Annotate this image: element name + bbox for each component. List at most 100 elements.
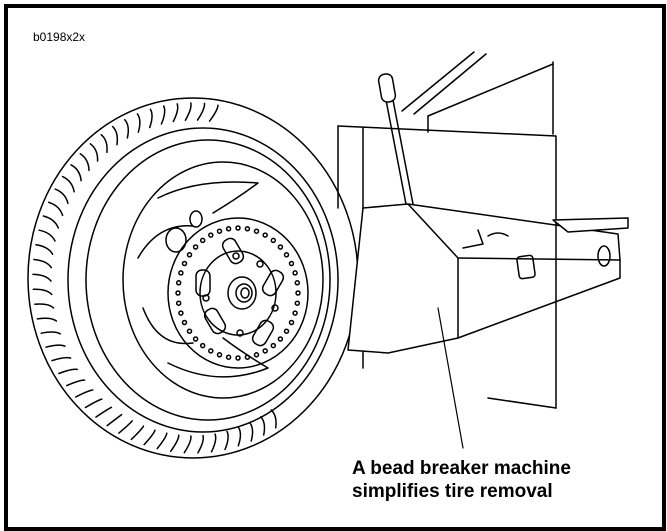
disc-hole (199, 342, 206, 349)
tread-mark (74, 389, 94, 398)
disc-hole (270, 342, 277, 349)
disc-hole (235, 355, 241, 361)
disc-hole (235, 225, 241, 231)
tread-mark (54, 188, 69, 205)
tread-mark (160, 105, 166, 125)
bead-breaker-illustration (27, 51, 629, 459)
tread-mark (208, 104, 219, 122)
lever-handle (377, 73, 414, 205)
disc-hole (216, 352, 223, 358)
disc-hole (175, 290, 181, 296)
tread-mark (32, 273, 52, 282)
tread-mark (270, 409, 277, 429)
tread-mark (35, 243, 54, 255)
tread-mark (45, 344, 66, 348)
disc-hole (199, 237, 206, 244)
tread-mark (118, 420, 134, 434)
tread-mark (111, 125, 119, 146)
tread-mark (34, 303, 55, 309)
tread-mark (183, 435, 192, 454)
tread-mark (33, 258, 53, 269)
disc-hole (253, 352, 260, 358)
rim (122, 161, 324, 399)
tread-mark (32, 288, 53, 296)
bead-breaker-arm (347, 203, 629, 354)
tread-mark (136, 113, 141, 133)
disc-hole (294, 300, 301, 306)
disc-hole (262, 348, 268, 354)
disc-hole (292, 310, 298, 316)
tread-mark (38, 229, 56, 242)
disc-hole (244, 226, 251, 232)
tread-mark (184, 102, 192, 121)
tread-mark (124, 118, 130, 139)
disc-hole (178, 270, 184, 276)
tread-mark (79, 153, 90, 172)
disc-hole (181, 319, 188, 326)
tire (27, 97, 359, 459)
leader-line (437, 307, 464, 449)
tread-mark (100, 133, 108, 154)
disc-hole (283, 252, 290, 258)
disc-hole (225, 354, 232, 360)
caption: A bead breaker machine simplifies tire r… (352, 457, 652, 503)
disc-hole (216, 228, 223, 234)
tread-mark (42, 215, 60, 229)
disc-hole (244, 354, 251, 360)
tread-mark (61, 175, 75, 193)
tread-mark (51, 356, 72, 362)
tread-mark (169, 434, 180, 453)
tread-mark (130, 425, 145, 441)
tread-mark (143, 429, 156, 446)
tread-mark (260, 416, 266, 436)
tread-mark (47, 201, 64, 217)
figure-frame: b0198x2x (4, 4, 666, 531)
disc-hole (225, 226, 232, 232)
disc-hole (208, 232, 214, 238)
disc-hole (175, 280, 182, 286)
tread-mark (70, 164, 82, 182)
figure-id-label: b0198x2x (33, 30, 86, 44)
caption-line-2: simplifies tire removal (352, 481, 553, 502)
tread-mark (210, 433, 217, 453)
disc-hole (192, 244, 199, 250)
disc-hole (292, 270, 298, 276)
tread-mark (66, 379, 86, 387)
tread-mark (95, 406, 113, 418)
tread-mark (237, 426, 242, 447)
disc-hole (181, 260, 188, 267)
disc-hole (295, 290, 301, 296)
disc-hole (288, 260, 295, 267)
disc-hole (175, 300, 182, 306)
disc-hole (294, 280, 301, 286)
tread-mark (36, 317, 58, 322)
tread-mark (224, 430, 229, 451)
tread-mark (156, 432, 168, 450)
tread-mark (249, 422, 254, 442)
disc-holes (175, 225, 301, 361)
tread-mark (89, 143, 99, 162)
disc-hole (192, 336, 199, 342)
disc-hole (186, 328, 193, 334)
tread-mark (172, 103, 179, 123)
disc-hole (277, 336, 284, 342)
tread-mark (84, 398, 103, 409)
disc-hole (283, 328, 290, 334)
tread-mark (40, 331, 61, 335)
disc-hole (262, 232, 268, 238)
disc-hole (277, 244, 284, 250)
tire-tread (32, 102, 277, 454)
tread-mark (106, 413, 123, 427)
disc-hole (270, 237, 277, 244)
disc-hole (178, 310, 184, 316)
disc-hole (208, 348, 214, 354)
disc-hole (253, 228, 260, 234)
disc-hole (186, 252, 193, 258)
tread-mark (148, 108, 153, 129)
caption-line-1: A bead breaker machine (352, 458, 571, 479)
disc-hole (288, 319, 295, 326)
tread-mark (197, 434, 204, 454)
brake-disc (167, 217, 309, 369)
tread-mark (196, 102, 206, 121)
tread-mark (58, 368, 78, 375)
